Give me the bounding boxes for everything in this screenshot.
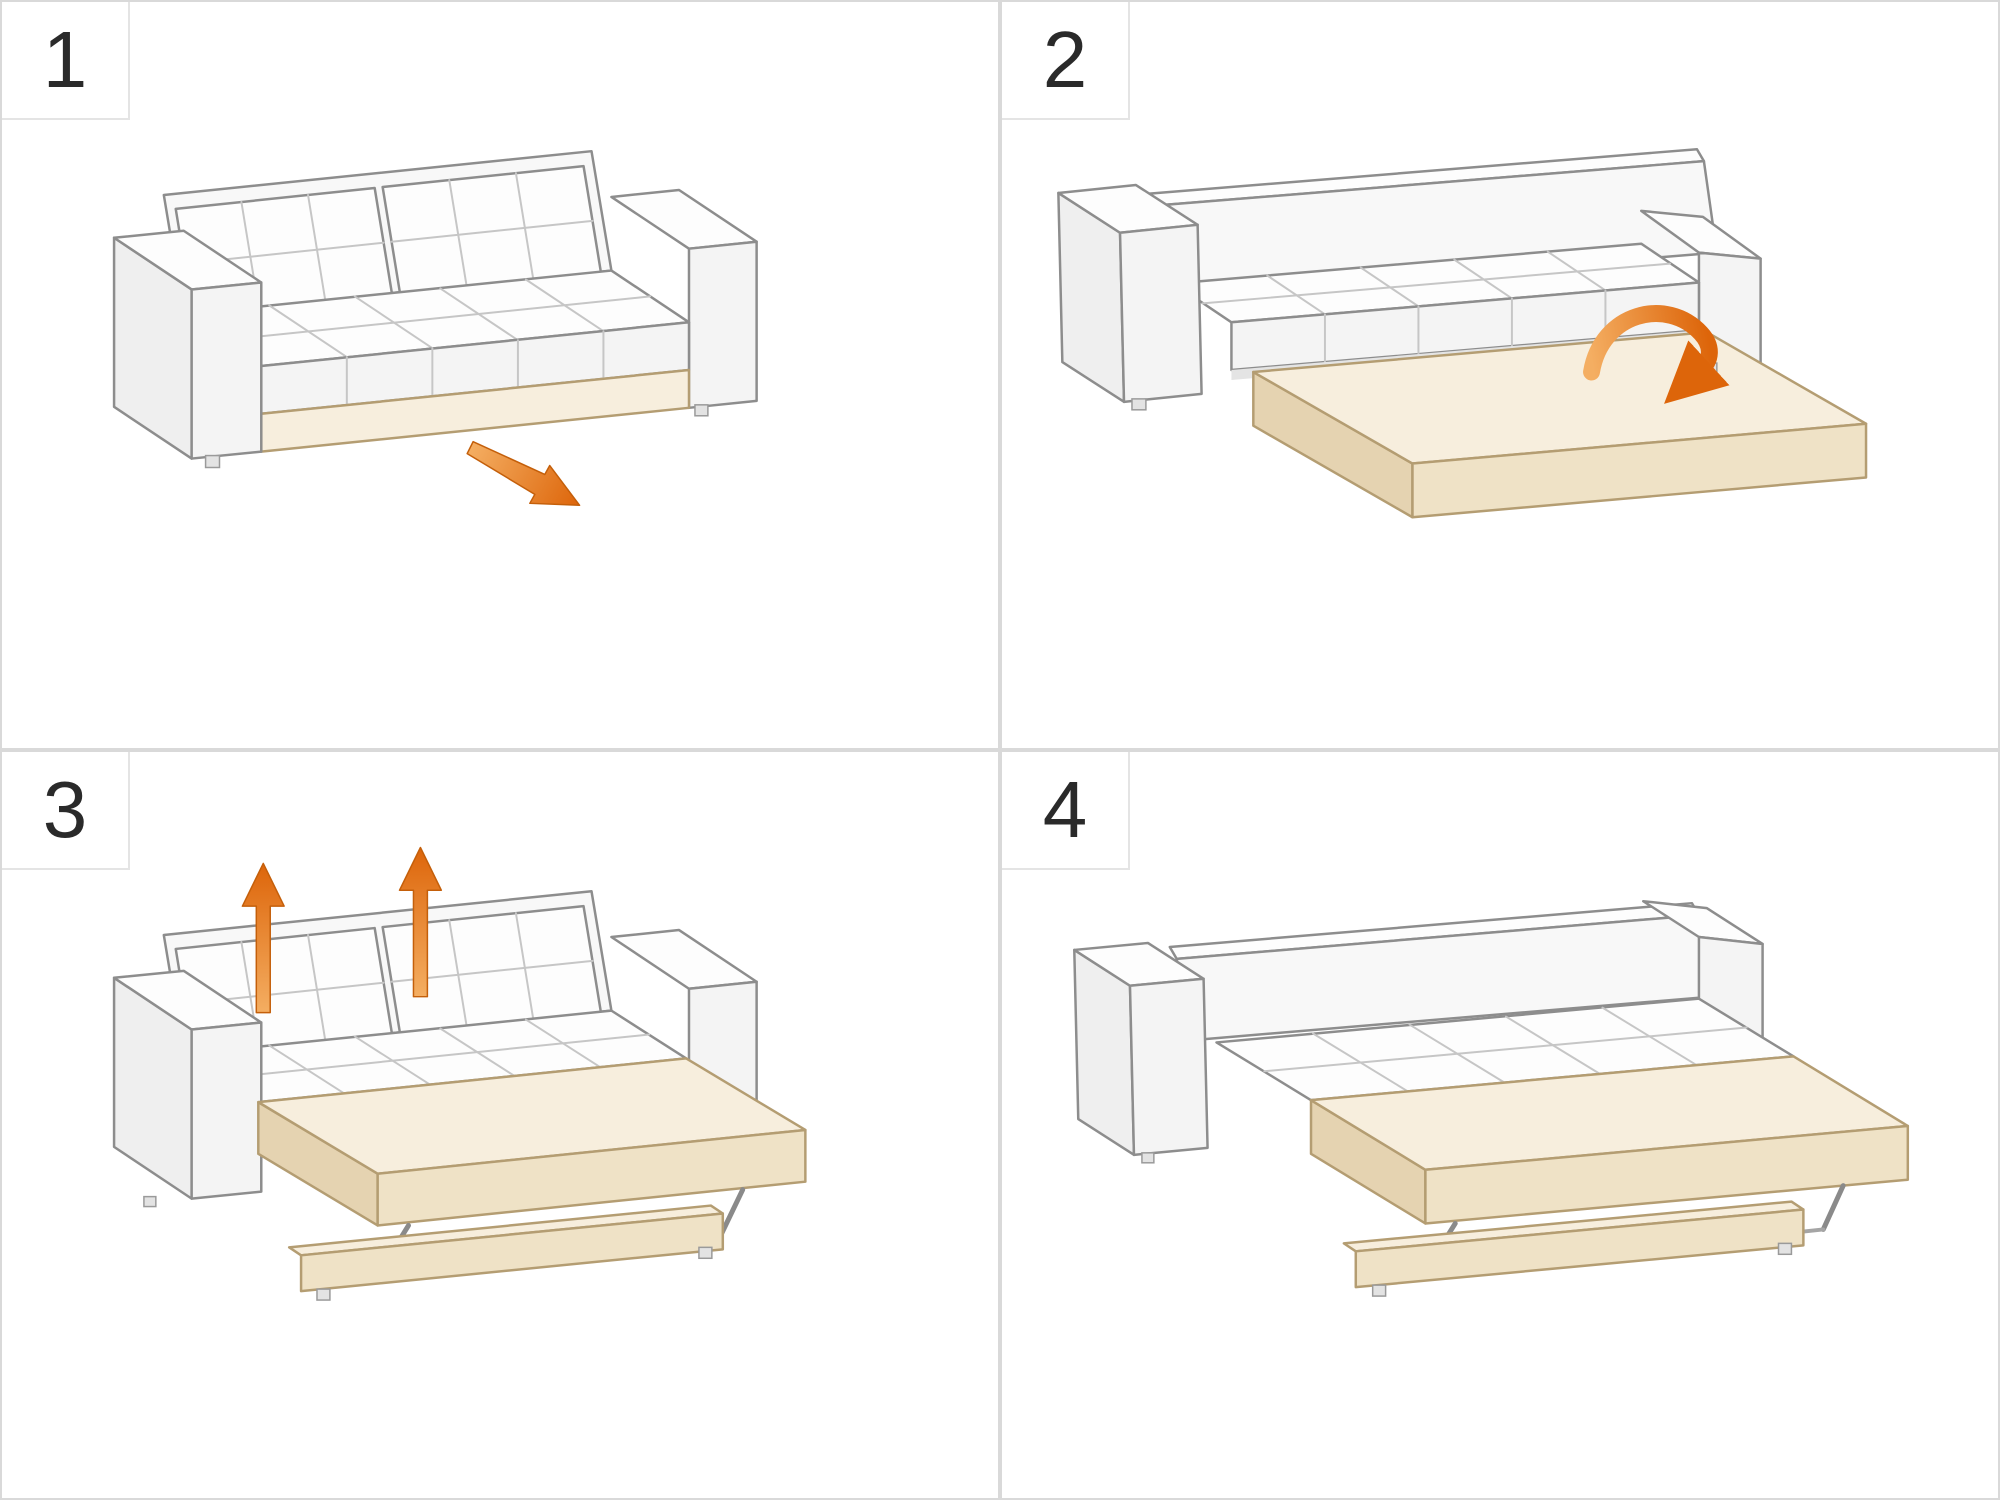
lift-arrow-right-icon [398,846,443,998]
step-3-number-badge: 3 [2,752,130,870]
step-2-number-badge: 2 [1002,2,1130,120]
sofa-closed [112,149,758,469]
seat-cushion [182,269,691,416]
step-3-number: 3 [42,765,88,854]
step-1-number: 1 [42,15,88,104]
armrest-left [112,229,263,460]
step-2-number: 2 [1042,15,1088,104]
armrest-left [1073,941,1209,1157]
sofa-foot [1141,1152,1155,1164]
sofa-foot [694,404,709,417]
mattress-platform [257,1057,807,1227]
flip-over-arrow-icon [1583,305,1730,404]
armrest-right [610,188,758,410]
bed-foot [316,1288,331,1301]
base-box [1342,1200,1805,1289]
step-1-panel: 1 [2,2,998,748]
bed-foot [1777,1242,1793,1256]
base-box [287,1204,725,1293]
step-4-panel: 4 [1002,752,1998,1498]
step-1-illustration [112,149,758,507]
armrest-left [1057,183,1203,404]
step-3-panel: 3 [2,752,998,1498]
pull-out-arrow-icon [466,440,581,507]
sofa-platform-pulled-out [1057,147,1868,519]
sofa-foot [204,454,221,469]
bed-foot [698,1246,713,1260]
step-1-number-badge: 1 [2,2,130,120]
step-2-panel: 2 [1002,2,1998,748]
sofa-foot [1131,398,1147,411]
armrest-right [1639,209,1762,374]
step-4-illustration [1073,899,1910,1297]
step-4-number: 4 [1042,765,1088,854]
lift-up-arrows-icon [241,846,443,1014]
armrest-left [112,969,263,1200]
sofa-foot [143,1195,157,1208]
mattress-platform [1309,1055,1910,1225]
step-4-number-badge: 4 [1002,752,1130,870]
sofa-bed-flat [1073,899,1910,1297]
lift-arrow-left-icon [241,862,285,1014]
step-2-illustration [1057,147,1868,519]
bed-foot [1371,1284,1387,1297]
step-3-illustration [112,846,807,1301]
sofa-bed-extended [112,890,807,1301]
